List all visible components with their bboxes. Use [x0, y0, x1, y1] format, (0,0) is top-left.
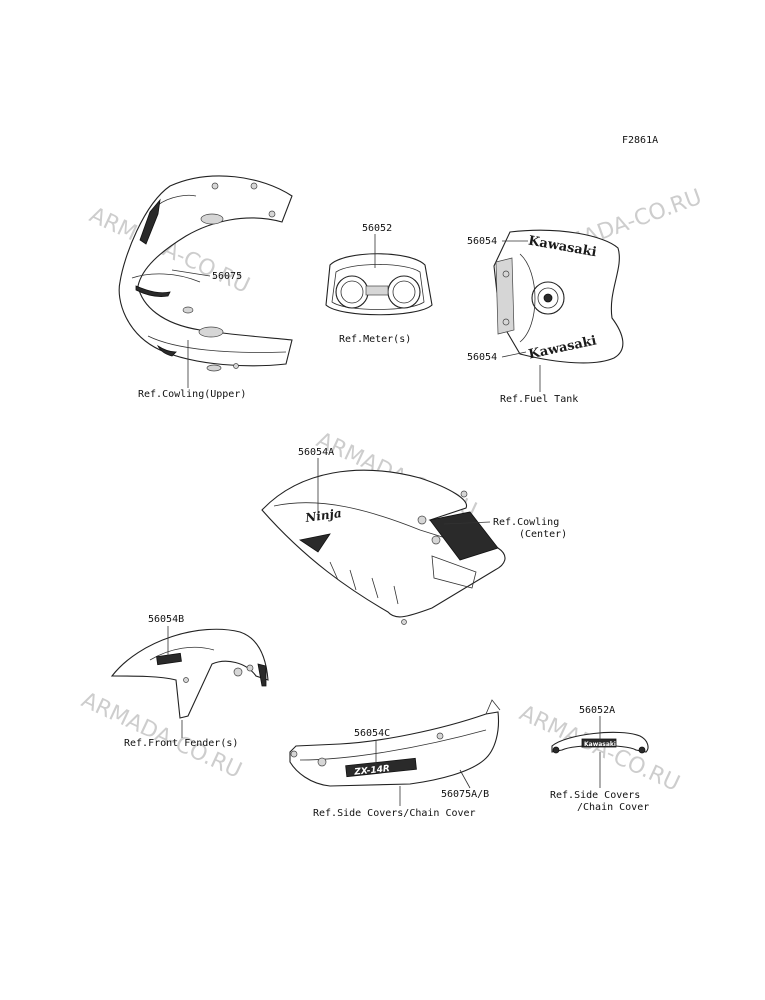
fuel-tank: Kawasaki Kawasaki	[493, 229, 624, 392]
meter	[325, 234, 433, 316]
chain-cover: Kawasaki	[551, 716, 649, 788]
meter-part-number: 56052	[362, 223, 392, 234]
tank-part-number-bottom: 56054	[467, 352, 497, 363]
chain-reference-line1: Ref.Side Covers	[550, 790, 640, 801]
fender-reference: Ref.Front Fender(s)	[124, 738, 238, 749]
center-reference-line2: (Center)	[519, 529, 567, 540]
side-covers: ZX-14R	[289, 699, 501, 806]
center-part-number: 56054A	[298, 447, 334, 458]
center-decal: Ninja	[303, 506, 342, 525]
figure-code: F2861A	[622, 135, 658, 146]
chain-reference-line2: /Chain Cover	[577, 802, 649, 813]
side-part-number-ab: 56075A/B	[441, 789, 489, 800]
cowl-reference: Ref.Cowling(Upper)	[138, 389, 246, 400]
tank-part-number-top: 56054	[467, 236, 497, 247]
front-fender	[110, 626, 269, 738]
center-cowling: Ninja	[261, 458, 506, 625]
fender-part-number: 56054B	[148, 614, 184, 625]
chain-part-number: 56052A	[579, 705, 615, 716]
watermark: ARMADA-CO.RU	[77, 688, 245, 784]
chain-decal: Kawasaki	[584, 741, 616, 748]
tank-reference: Ref.Fuel Tank	[500, 394, 578, 405]
center-reference-line1: Ref.Cowling	[493, 517, 559, 528]
side-decal: ZX-14R	[353, 764, 391, 778]
upper-cowling	[118, 175, 293, 388]
meter-reference: Ref.Meter(s)	[339, 334, 411, 345]
side-part-number-c: 56054C	[354, 728, 390, 739]
side-reference: Ref.Side Covers/Chain Cover	[313, 808, 476, 819]
cowl-part-number: 56075	[212, 271, 242, 282]
